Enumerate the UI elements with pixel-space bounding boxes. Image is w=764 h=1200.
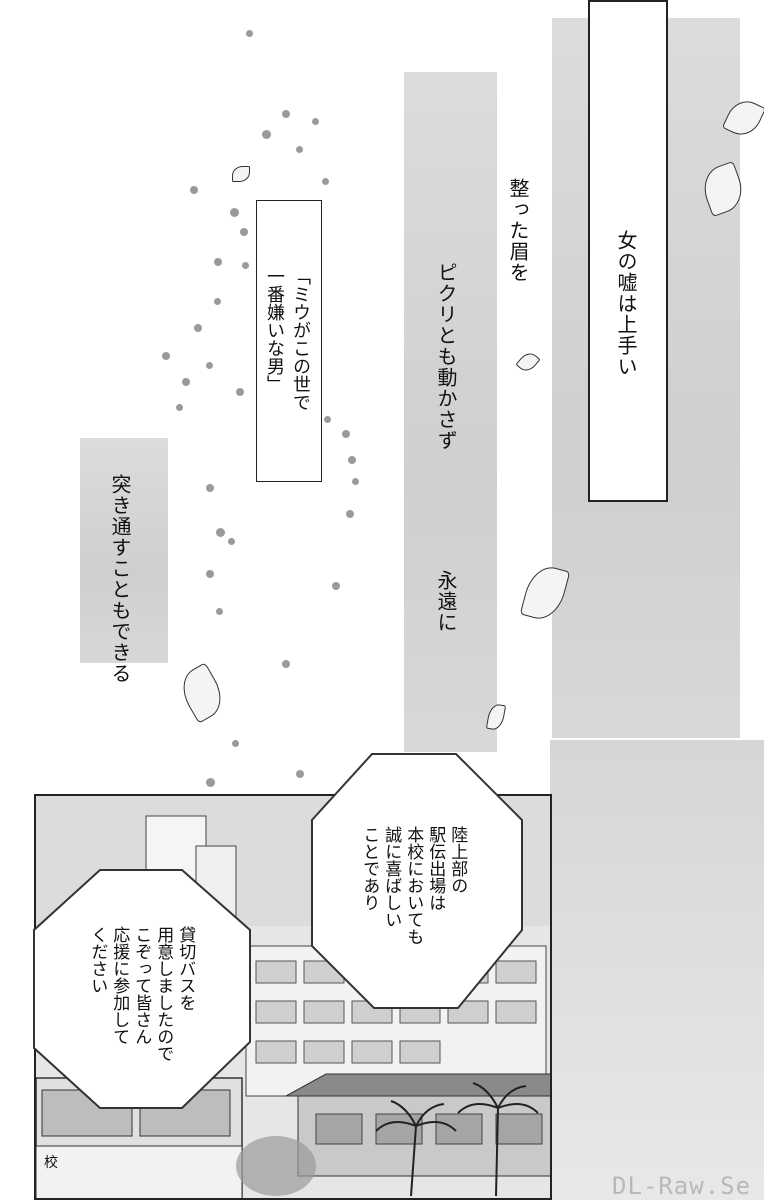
- narration-line-4: 永遠に: [434, 570, 458, 633]
- speck: [296, 146, 303, 153]
- speck: [206, 778, 215, 787]
- speck: [282, 110, 290, 118]
- speck: [214, 298, 221, 305]
- speck: [190, 186, 198, 194]
- watermark: DL-Raw.Se: [612, 1172, 752, 1200]
- bubble-left-line-4: 応援に参加して: [109, 926, 130, 1045]
- quote-line-1: 「ミウがこの世で: [290, 267, 311, 411]
- speck: [352, 478, 359, 485]
- narration-line-5: 突き通すこともできる: [108, 474, 132, 684]
- bubble-left-line-3: こぞって皆さん: [131, 926, 152, 1045]
- leaf-icon: [232, 166, 250, 182]
- speck: [214, 258, 222, 266]
- speck: [232, 740, 239, 747]
- bubble-right-line-2: 駅伝出場は: [425, 826, 446, 911]
- speck: [332, 582, 340, 590]
- speck: [162, 352, 170, 360]
- sky-band-lower-right: [550, 740, 764, 1200]
- bubble-right-line-4: 誠に喜ばしい: [381, 826, 402, 928]
- speck: [342, 430, 350, 438]
- bus-sign: 校: [44, 1155, 58, 1171]
- speck: [216, 608, 223, 615]
- speck: [206, 484, 214, 492]
- narration-line-3: ピクリとも動かさず: [434, 262, 458, 451]
- sky-band-middle: [404, 72, 497, 752]
- speck: [282, 660, 290, 668]
- speck: [240, 228, 248, 236]
- speck: [296, 770, 304, 778]
- speck: [206, 362, 213, 369]
- sky-band-left: [80, 438, 168, 663]
- leaf-icon: [173, 662, 231, 724]
- speck: [176, 404, 183, 411]
- narration-box: 女の嘘は上手い: [588, 0, 668, 502]
- bubble-left-line-1: 貸切バスを: [175, 926, 196, 1011]
- narration-line-2: 整った眉を: [506, 178, 530, 283]
- speck: [322, 178, 329, 185]
- speck: [262, 130, 271, 139]
- speck: [242, 262, 249, 269]
- speck: [324, 416, 331, 423]
- leaf-icon: [515, 349, 541, 375]
- bubble-left-line-2: 用意しましたので: [153, 926, 174, 1062]
- speck: [206, 570, 214, 578]
- bubble-right-line-1: 陸上部の: [447, 826, 468, 894]
- speck: [346, 510, 354, 518]
- speck: [348, 456, 356, 464]
- speech-bubble-left: 貸切バスを 用意しましたので こぞって皆さん 応援に参加して ください: [30, 866, 254, 1112]
- bubble-left-line-5: ください: [87, 926, 108, 994]
- speck: [236, 388, 244, 396]
- speck: [228, 538, 235, 545]
- quote-line-2: 一番嫌いな男」: [264, 267, 285, 393]
- bubble-right-line-5: ことであり: [359, 826, 380, 911]
- speck: [246, 30, 253, 37]
- speech-bubble-right: 陸上部の 駅伝出場は 本校においても 誠に喜ばしい ことであり: [308, 750, 526, 1014]
- narration-line-1: 女の嘘は上手い: [614, 230, 638, 377]
- speech-bubble-left-shape: [33, 869, 251, 1109]
- speck: [182, 378, 190, 386]
- bubble-right-line-3: 本校においても: [403, 826, 424, 945]
- speck: [194, 324, 202, 332]
- speech-bubble-right-shape: [311, 753, 523, 1009]
- quote-box: 「ミウがこの世で 一番嫌いな男」: [256, 200, 322, 482]
- speck: [216, 528, 225, 537]
- speck: [312, 118, 319, 125]
- speck: [230, 208, 239, 217]
